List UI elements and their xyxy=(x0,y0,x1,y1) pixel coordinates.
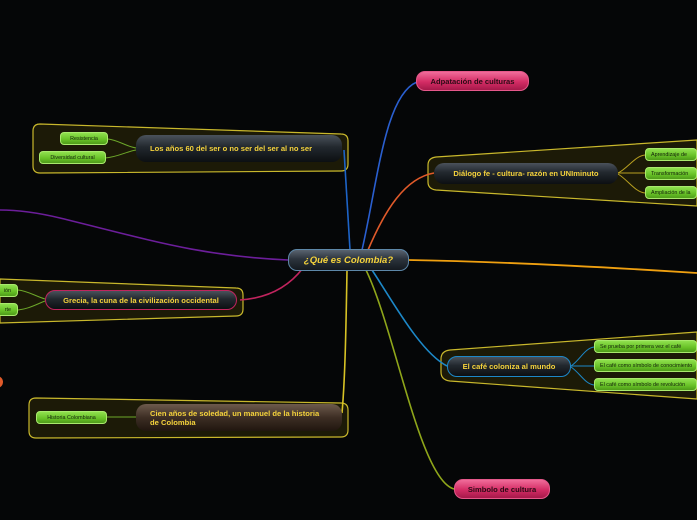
sub-connector-anos60-2 xyxy=(104,149,137,159)
node-adaptacion-culturas[interactable]: Adpatación de culturas xyxy=(416,71,529,91)
node-dialogo-fe-cultura[interactable]: Diálogo fe - cultura- razón en UNIminuto xyxy=(434,163,618,184)
node-grecia[interactable]: Grecia, la cuna de la civilización occid… xyxy=(45,290,237,310)
sub-cafe-revolucion-label: El café como símbolo de revolución xyxy=(600,381,686,388)
node-simbolo-label: Simbolo de cultura xyxy=(467,484,537,494)
sub-dialogo-transformacion-label: Transformación xyxy=(651,170,689,177)
node-anos60-label: Los años 60 del ser o no ser del ser al … xyxy=(150,144,313,153)
sub-cafe-conocimiento-label: El café como símbolo de conocimiento xyxy=(600,362,693,369)
node-cien-label: Cien años de soledad, un manuel de la hi… xyxy=(150,408,320,427)
connector-anos60 xyxy=(343,149,351,251)
sub-anos60-resistencia[interactable]: Resistencia xyxy=(60,132,108,145)
sub-connector-grecia-1 xyxy=(17,289,46,300)
connector-adaptacion xyxy=(361,81,418,251)
sub-anos60-diversidad-label: Diversidad cultural xyxy=(50,154,95,161)
connector-cafe xyxy=(371,269,448,367)
sub-dialogo-aprendizaje[interactable]: Aprendizaje de xyxy=(645,148,697,161)
sub-cafe-primera-vez[interactable]: Se prueba por primera vez el café xyxy=(594,340,697,353)
sub-cafe-primera-vez-label: Se prueba por primera vez el café xyxy=(600,343,682,350)
node-cien-anos[interactable]: Cien años de soledad, un manuel de la hi… xyxy=(136,404,342,431)
sub-dialogo-transformacion[interactable]: Transformación xyxy=(645,167,697,180)
sub-cien-historia[interactable]: Historia Colombiana xyxy=(36,411,107,424)
connector-offscreen-left xyxy=(0,209,289,261)
sub-connector-cafe-3 xyxy=(570,366,595,386)
sub-grecia-1[interactable]: ión xyxy=(0,284,18,297)
node-dialogo-label: Diálogo fe - cultura- razón en UNIminuto xyxy=(453,169,599,178)
sub-anos60-diversidad[interactable]: Diversidad cultural xyxy=(39,151,106,164)
sub-dialogo-ampliacion-label: Ampliación de la xyxy=(651,189,691,196)
node-adaptacion-label: Adpatación de culturas xyxy=(430,76,515,86)
central-topic[interactable]: ¿Qué es Colombia? xyxy=(288,249,409,271)
sub-connector-grecia-2 xyxy=(17,300,46,311)
node-anos-60[interactable]: Los años 60 del ser o no ser del ser al … xyxy=(136,135,342,162)
sub-connector-dialogo-1 xyxy=(617,154,646,174)
connector-grecia xyxy=(239,267,304,301)
connector-cien xyxy=(341,269,348,414)
connector-simbolo xyxy=(365,269,455,490)
sub-cien-historia-label: Historia Colombiana xyxy=(47,414,96,421)
sub-dialogo-aprendizaje-label: Aprendizaje de xyxy=(651,151,687,158)
connector-offscreen-right xyxy=(407,259,697,274)
node-cafe-label: El café coloniza al mundo xyxy=(462,362,556,371)
sub-connector-anos60-1 xyxy=(107,138,137,149)
node-simbolo-cultura[interactable]: Simbolo de cultura xyxy=(454,479,550,499)
central-topic-label: ¿Qué es Colombia? xyxy=(303,254,394,266)
sub-grecia-2-label: rte xyxy=(4,306,11,313)
sub-cafe-conocimiento[interactable]: El café como símbolo de conocimiento xyxy=(594,359,697,372)
node-grecia-label: Grecia, la cuna de la civilización occid… xyxy=(63,295,219,305)
sub-connector-cafe-1 xyxy=(570,346,595,367)
connector-dialogo xyxy=(367,172,435,251)
sub-cafe-revolucion[interactable]: El café como símbolo de revolución xyxy=(594,378,697,391)
sub-dialogo-ampliacion[interactable]: Ampliación de la xyxy=(645,186,697,199)
node-cafe-coloniza[interactable]: El café coloniza al mundo xyxy=(447,356,571,377)
offscreen-node-edge xyxy=(0,376,3,388)
sub-grecia-1-label: ión xyxy=(3,287,11,294)
sub-grecia-2[interactable]: rte xyxy=(0,303,18,316)
sub-anos60-resistencia-label: Resistencia xyxy=(70,135,98,142)
sub-connector-dialogo-3 xyxy=(617,173,646,194)
